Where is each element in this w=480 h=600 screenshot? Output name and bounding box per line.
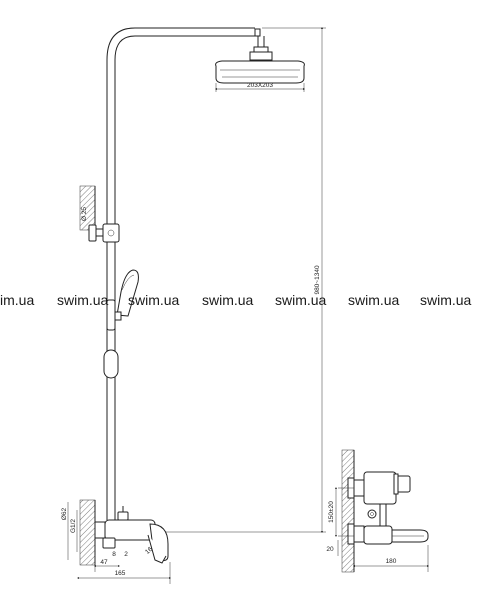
height-dimension: 980~1340 [150, 27, 326, 533]
dim-165-label: 165 [115, 570, 126, 577]
bottom-dimensions: 47 8 2 165 16 [77, 546, 171, 584]
head-connector [249, 28, 273, 61]
watermark-text: swim.ua [420, 292, 472, 308]
mixer-side-view: 150±20 20 180 [326, 449, 429, 573]
shower-column-assembly: 203X203 980~1340 Ø 25 [61, 27, 326, 584]
watermark-text: swim.ua [57, 292, 109, 308]
slide-holder [103, 349, 119, 379]
lower-wall-section: Ø62 G1/2 [61, 499, 96, 566]
phi-label: Ø 25 [81, 207, 88, 221]
mixer-body-side [363, 471, 411, 545]
angle-16-label: 16 [144, 546, 154, 556]
riser-pipe [106, 27, 255, 520]
dim-20-label: 20 [326, 546, 334, 553]
side-spout [391, 529, 429, 543]
watermark-text: swim.ua [348, 292, 400, 308]
rain-shower-head [215, 60, 305, 84]
hand-shower [106, 269, 139, 331]
dim-2-label: 2 [124, 551, 128, 558]
dim-150-label: 150±20 [328, 501, 335, 523]
dim-180-label: 180 [386, 558, 397, 565]
watermark-text: swim.ua [202, 292, 254, 308]
head-width-dimension: 203X203 [215, 82, 305, 92]
watermark-text: im.ua [0, 292, 34, 308]
height-range-label: 980~1340 [314, 265, 321, 294]
upper-wall-bracket: Ø 25 [79, 185, 120, 243]
head-size-label: 203X203 [247, 82, 273, 89]
g12-label: G1/2 [70, 519, 77, 533]
watermark-text: swim.ua [128, 292, 180, 308]
watermark-row: im.ua swim.ua swim.ua swim.ua swim.ua sw… [0, 292, 472, 308]
watermark-text: swim.ua [275, 292, 327, 308]
side-dimensions: 150±20 20 180 [326, 487, 429, 572]
side-wall [341, 449, 355, 573]
dim-47-label: 47 [100, 559, 108, 566]
phi62-label: Ø62 [61, 507, 68, 520]
dim-8-label: 8 [112, 551, 116, 558]
bath-mixer [94, 506, 169, 564]
lower-inlet [347, 523, 365, 545]
